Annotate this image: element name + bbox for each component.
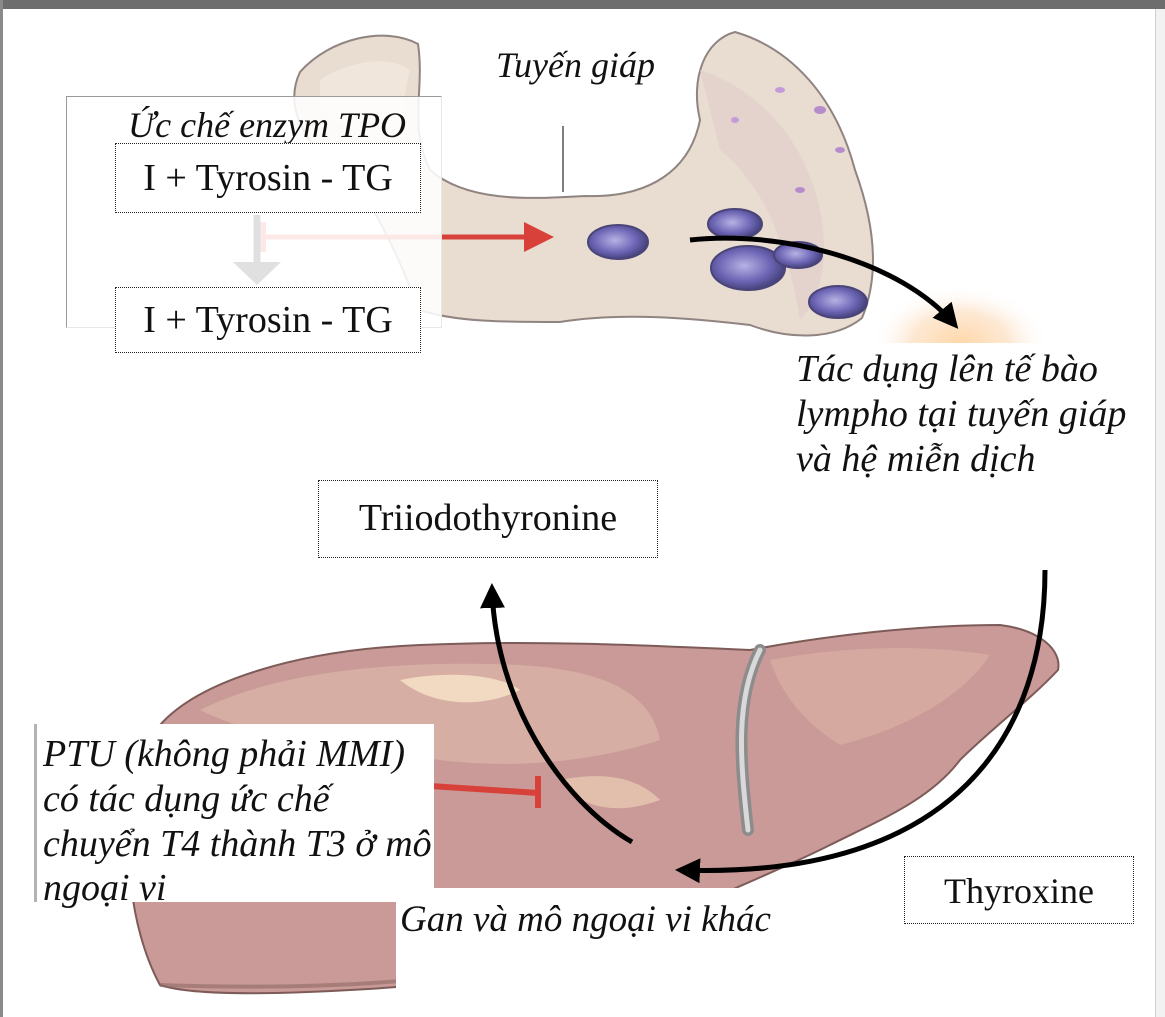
tpo-inhibition-label: Ức chế enzym TPO <box>128 104 428 146</box>
equation-top-box: I + Tyrosin - TG <box>115 143 421 213</box>
lympho-effect-label: Tác dụng lên tế bào lympho tại tuyến giá… <box>793 343 1142 568</box>
t4-box: Thyroxine <box>904 856 1134 924</box>
liver-label: Gan và mô ngoại vi khác <box>396 888 834 992</box>
t3-box: Triiodothyronine <box>318 480 658 558</box>
equation-bottom-box: I + Tyrosin - TG <box>115 287 421 353</box>
thyroid-label: Tuyến giáp <box>480 40 672 126</box>
ptu-effect-label: PTU (không phải MMI) có tác dụng ức chế … <box>34 724 434 902</box>
